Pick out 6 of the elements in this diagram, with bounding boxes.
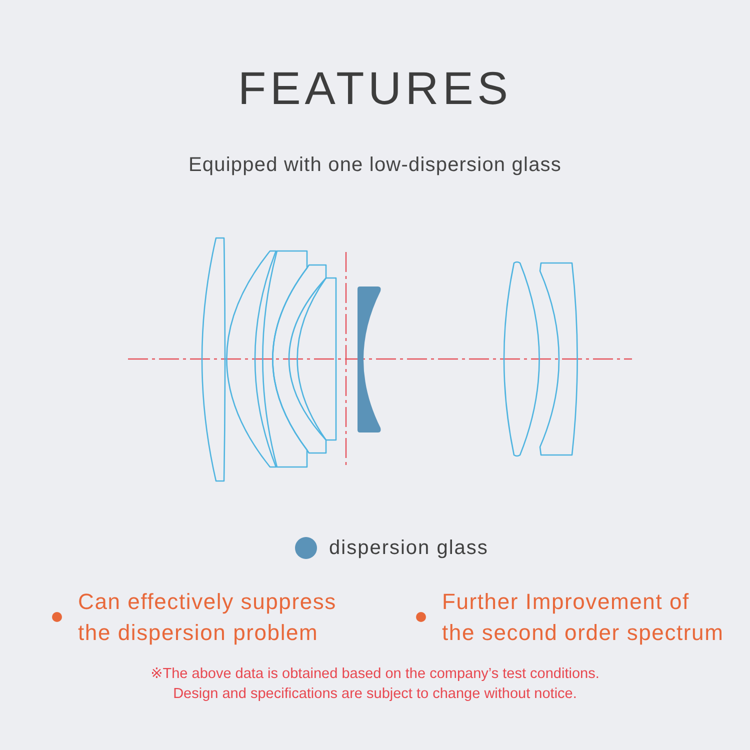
title: FEATURES	[238, 64, 512, 112]
legend-label: dispersion glass	[329, 536, 488, 560]
subtitle: Equipped with one low-dispersion glass	[188, 153, 562, 177]
footnote: ※The above data is obtained based on the company’s test conditions. Design and specifications are subject to change without notice.	[150, 665, 600, 704]
feature-text: Further Improvement of the second order spectrum	[442, 588, 725, 647]
feature-text: Can effectively suppress the dispersion problem	[78, 588, 338, 647]
